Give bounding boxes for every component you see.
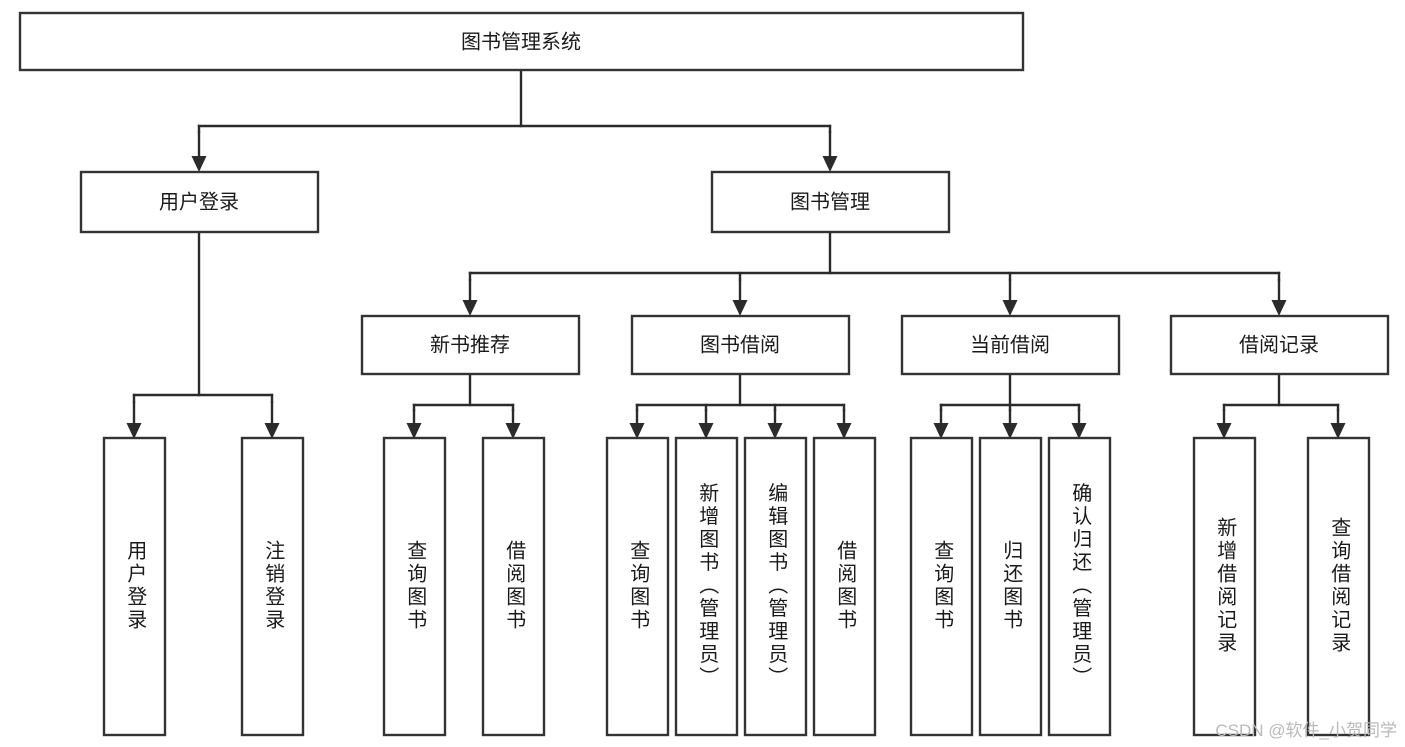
node-leaf-query-borrow-record[interactable]: 查询借阅记录: [1306, 436, 1371, 737]
node-user-login[interactable]: 用户登录: [79, 170, 320, 234]
arrow-to-leaf-add-borrow-record: [1216, 408, 1232, 439]
arrow-to-leaf-edit-book-admin: [767, 408, 783, 439]
node-leaf-query-borrow-record-label: 查询借阅记录: [1328, 517, 1351, 655]
node-leaf-edit-book-admin-label: 编辑图书（管理员）: [765, 482, 788, 689]
arrow-to-borrow-record: [1271, 278, 1287, 316]
node-leaf-edit-book-admin[interactable]: 编辑图书（管理员）: [743, 436, 808, 737]
node-book-borrow[interactable]: 图书借阅: [630, 314, 851, 376]
arrow-to-book-management: [822, 130, 838, 172]
node-leaf-logout-login-label: 注销登录: [262, 540, 285, 632]
arrow-to-leaf-add-book-admin: [698, 408, 714, 439]
node-leaf-query-book-3[interactable]: 查询图书: [909, 436, 974, 737]
node-leaf-add-borrow-record[interactable]: 新增借阅记录: [1192, 436, 1257, 737]
node-root-book-management-system[interactable]: 图书管理系统: [18, 11, 1025, 72]
node-leaf-user-login-label: 用户登录: [124, 540, 147, 632]
node-leaf-borrow-book-2[interactable]: 借阅图书: [812, 436, 877, 737]
node-leaf-add-borrow-record-label: 新增借阅记录: [1214, 517, 1237, 655]
arrow-to-leaf-query-book-1: [406, 408, 422, 439]
node-leaf-confirm-return-admin-label: 确认归还（管理员）: [1069, 482, 1092, 689]
node-leaf-borrow-book-1-label: 借阅图书: [503, 540, 526, 632]
connector-root-bus: [197, 124, 832, 134]
arrow-to-current-borrow: [1002, 278, 1018, 316]
arrow-to-leaf-user-login: [126, 400, 142, 439]
connector-borrow-record-stem: [1222, 372, 1340, 412]
arrow-to-leaf-confirm-return-admin: [1071, 408, 1087, 439]
node-leaf-borrow-book-2-label: 借阅图书: [834, 540, 857, 632]
node-leaf-borrow-book-1[interactable]: 借阅图书: [481, 436, 546, 737]
node-leaf-return-book-label: 归还图书: [1000, 540, 1023, 632]
arrow-to-leaf-query-book-3: [933, 408, 949, 439]
connector-current-borrow-stem: [939, 372, 1081, 412]
node-leaf-query-book-3-label: 查询图书: [931, 540, 954, 632]
node-current-borrow-label: 当前借阅: [970, 333, 1050, 356]
connector-book-borrow-stem: [635, 372, 846, 412]
arrow-to-leaf-return-book: [1002, 408, 1018, 439]
node-current-borrow[interactable]: 当前借阅: [900, 314, 1121, 376]
node-leaf-user-login[interactable]: 用户登录: [102, 436, 167, 737]
arrow-to-user-login: [191, 130, 207, 172]
node-leaf-add-book-admin-label: 新增图书（管理员）: [696, 482, 719, 689]
arrow-to-leaf-query-book-2: [629, 408, 645, 439]
arrow-to-leaf-borrow-book-2: [836, 408, 852, 439]
node-leaf-return-book[interactable]: 归还图书: [978, 436, 1043, 737]
node-root-label: 图书管理系统: [461, 30, 581, 53]
connector-new-book-recommend-stem: [412, 372, 515, 412]
node-leaf-add-book-admin[interactable]: 新增图书（管理员）: [674, 436, 739, 737]
csdn-watermark: CSDN @软件_小贺同学: [1215, 721, 1397, 740]
node-leaf-confirm-return-admin[interactable]: 确认归还（管理员）: [1047, 436, 1112, 737]
node-leaf-query-book-1[interactable]: 查询图书: [382, 436, 447, 737]
node-new-book-recommend[interactable]: 新书推荐: [360, 314, 581, 376]
arrow-to-leaf-logout-login: [264, 400, 280, 439]
node-new-book-recommend-label: 新书推荐: [430, 333, 510, 356]
node-user-login-label: 用户登录: [159, 190, 239, 213]
node-book-management-label: 图书管理: [790, 190, 870, 213]
node-leaf-query-book-2[interactable]: 查询图书: [605, 436, 670, 737]
arrow-to-new-book-recommend: [462, 278, 478, 316]
arrow-to-leaf-borrow-book-1: [505, 408, 521, 439]
node-leaf-logout-login[interactable]: 注销登录: [240, 436, 305, 737]
node-book-borrow-label: 图书借阅: [700, 333, 780, 356]
connector-user-login-stem: [132, 230, 274, 404]
node-leaf-query-book-1-label: 查询图书: [404, 540, 427, 632]
arrow-to-leaf-query-borrow-record: [1330, 408, 1346, 439]
node-book-management[interactable]: 图书管理: [710, 170, 951, 234]
node-borrow-record-label: 借阅记录: [1239, 333, 1319, 356]
arrow-to-book-borrow: [732, 278, 748, 316]
connector-book-management-stem: [468, 230, 1281, 282]
node-leaf-query-book-2-label: 查询图书: [627, 540, 650, 632]
node-borrow-record[interactable]: 借阅记录: [1169, 314, 1390, 376]
